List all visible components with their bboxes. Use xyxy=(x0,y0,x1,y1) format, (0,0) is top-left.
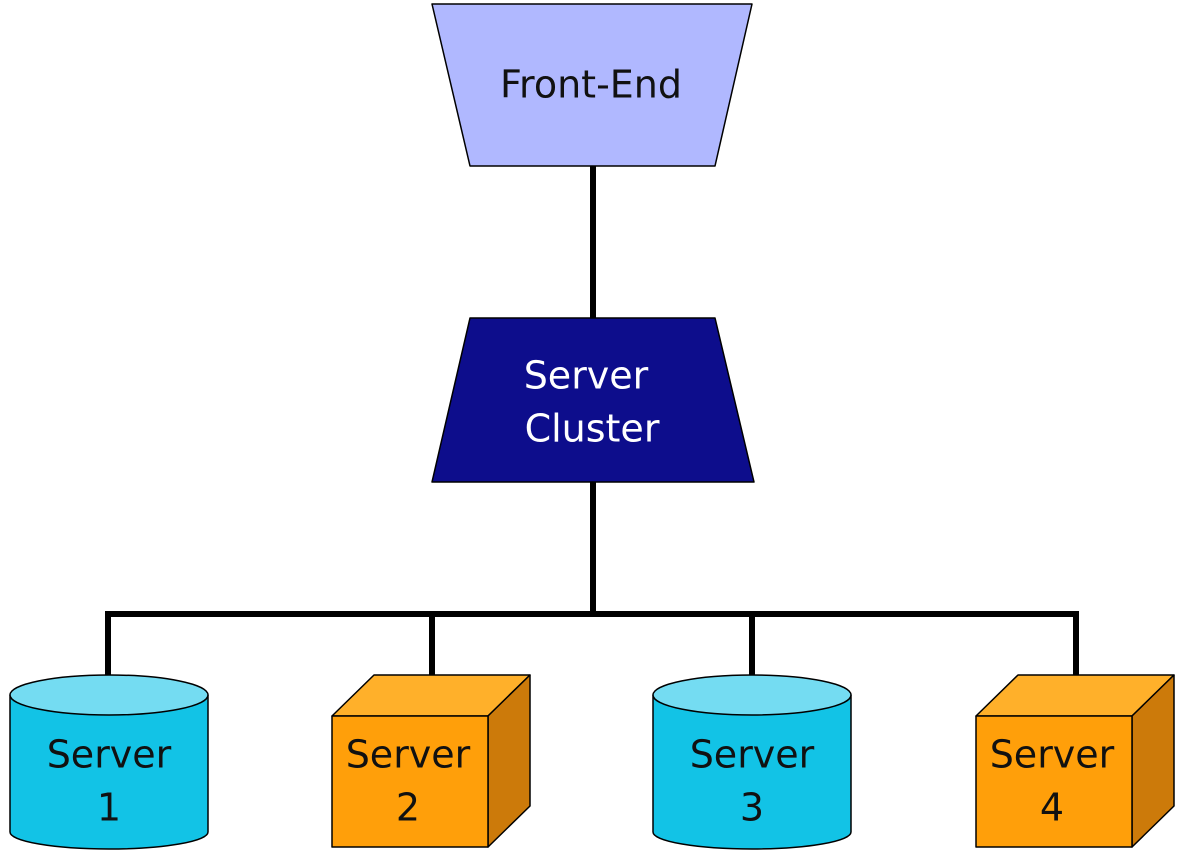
server-cluster-shape xyxy=(431,317,755,483)
server-3-cylinder-body xyxy=(652,694,852,850)
server-3-cylinder-top xyxy=(652,674,852,716)
server-2-cube-front xyxy=(331,715,489,848)
server-3-node: Server 3 xyxy=(652,674,852,850)
connectors xyxy=(105,163,1079,703)
front-end-shape xyxy=(431,3,753,167)
front-end-label: Front-End xyxy=(500,63,682,107)
server-4-cube-front xyxy=(975,715,1133,848)
server-1-label-line2: 1 xyxy=(97,786,121,830)
server-2-label-line2: 2 xyxy=(396,786,420,830)
server-1-label-line1: Server xyxy=(47,733,172,777)
server-4-label-line1: Server xyxy=(990,733,1115,777)
server-2-label-line1: Server xyxy=(346,733,471,777)
server-3-label-line2: 3 xyxy=(740,786,764,830)
server-cluster-label-line2: Cluster xyxy=(525,407,660,451)
server-1-node: Server 1 xyxy=(9,674,209,850)
server-1-cylinder-body xyxy=(9,694,209,850)
server-cluster-label-line1: Server xyxy=(524,354,649,398)
server-3-label-line1: Server xyxy=(690,733,815,777)
server-1-cylinder-top xyxy=(9,674,209,716)
front-end-node: Front-End xyxy=(431,3,753,167)
server-cluster-node: Server Cluster xyxy=(431,317,755,483)
server-2-node: Server 2 xyxy=(331,674,531,848)
server-4-label-line2: 4 xyxy=(1040,786,1064,830)
server-4-node: Server 4 xyxy=(975,674,1175,848)
